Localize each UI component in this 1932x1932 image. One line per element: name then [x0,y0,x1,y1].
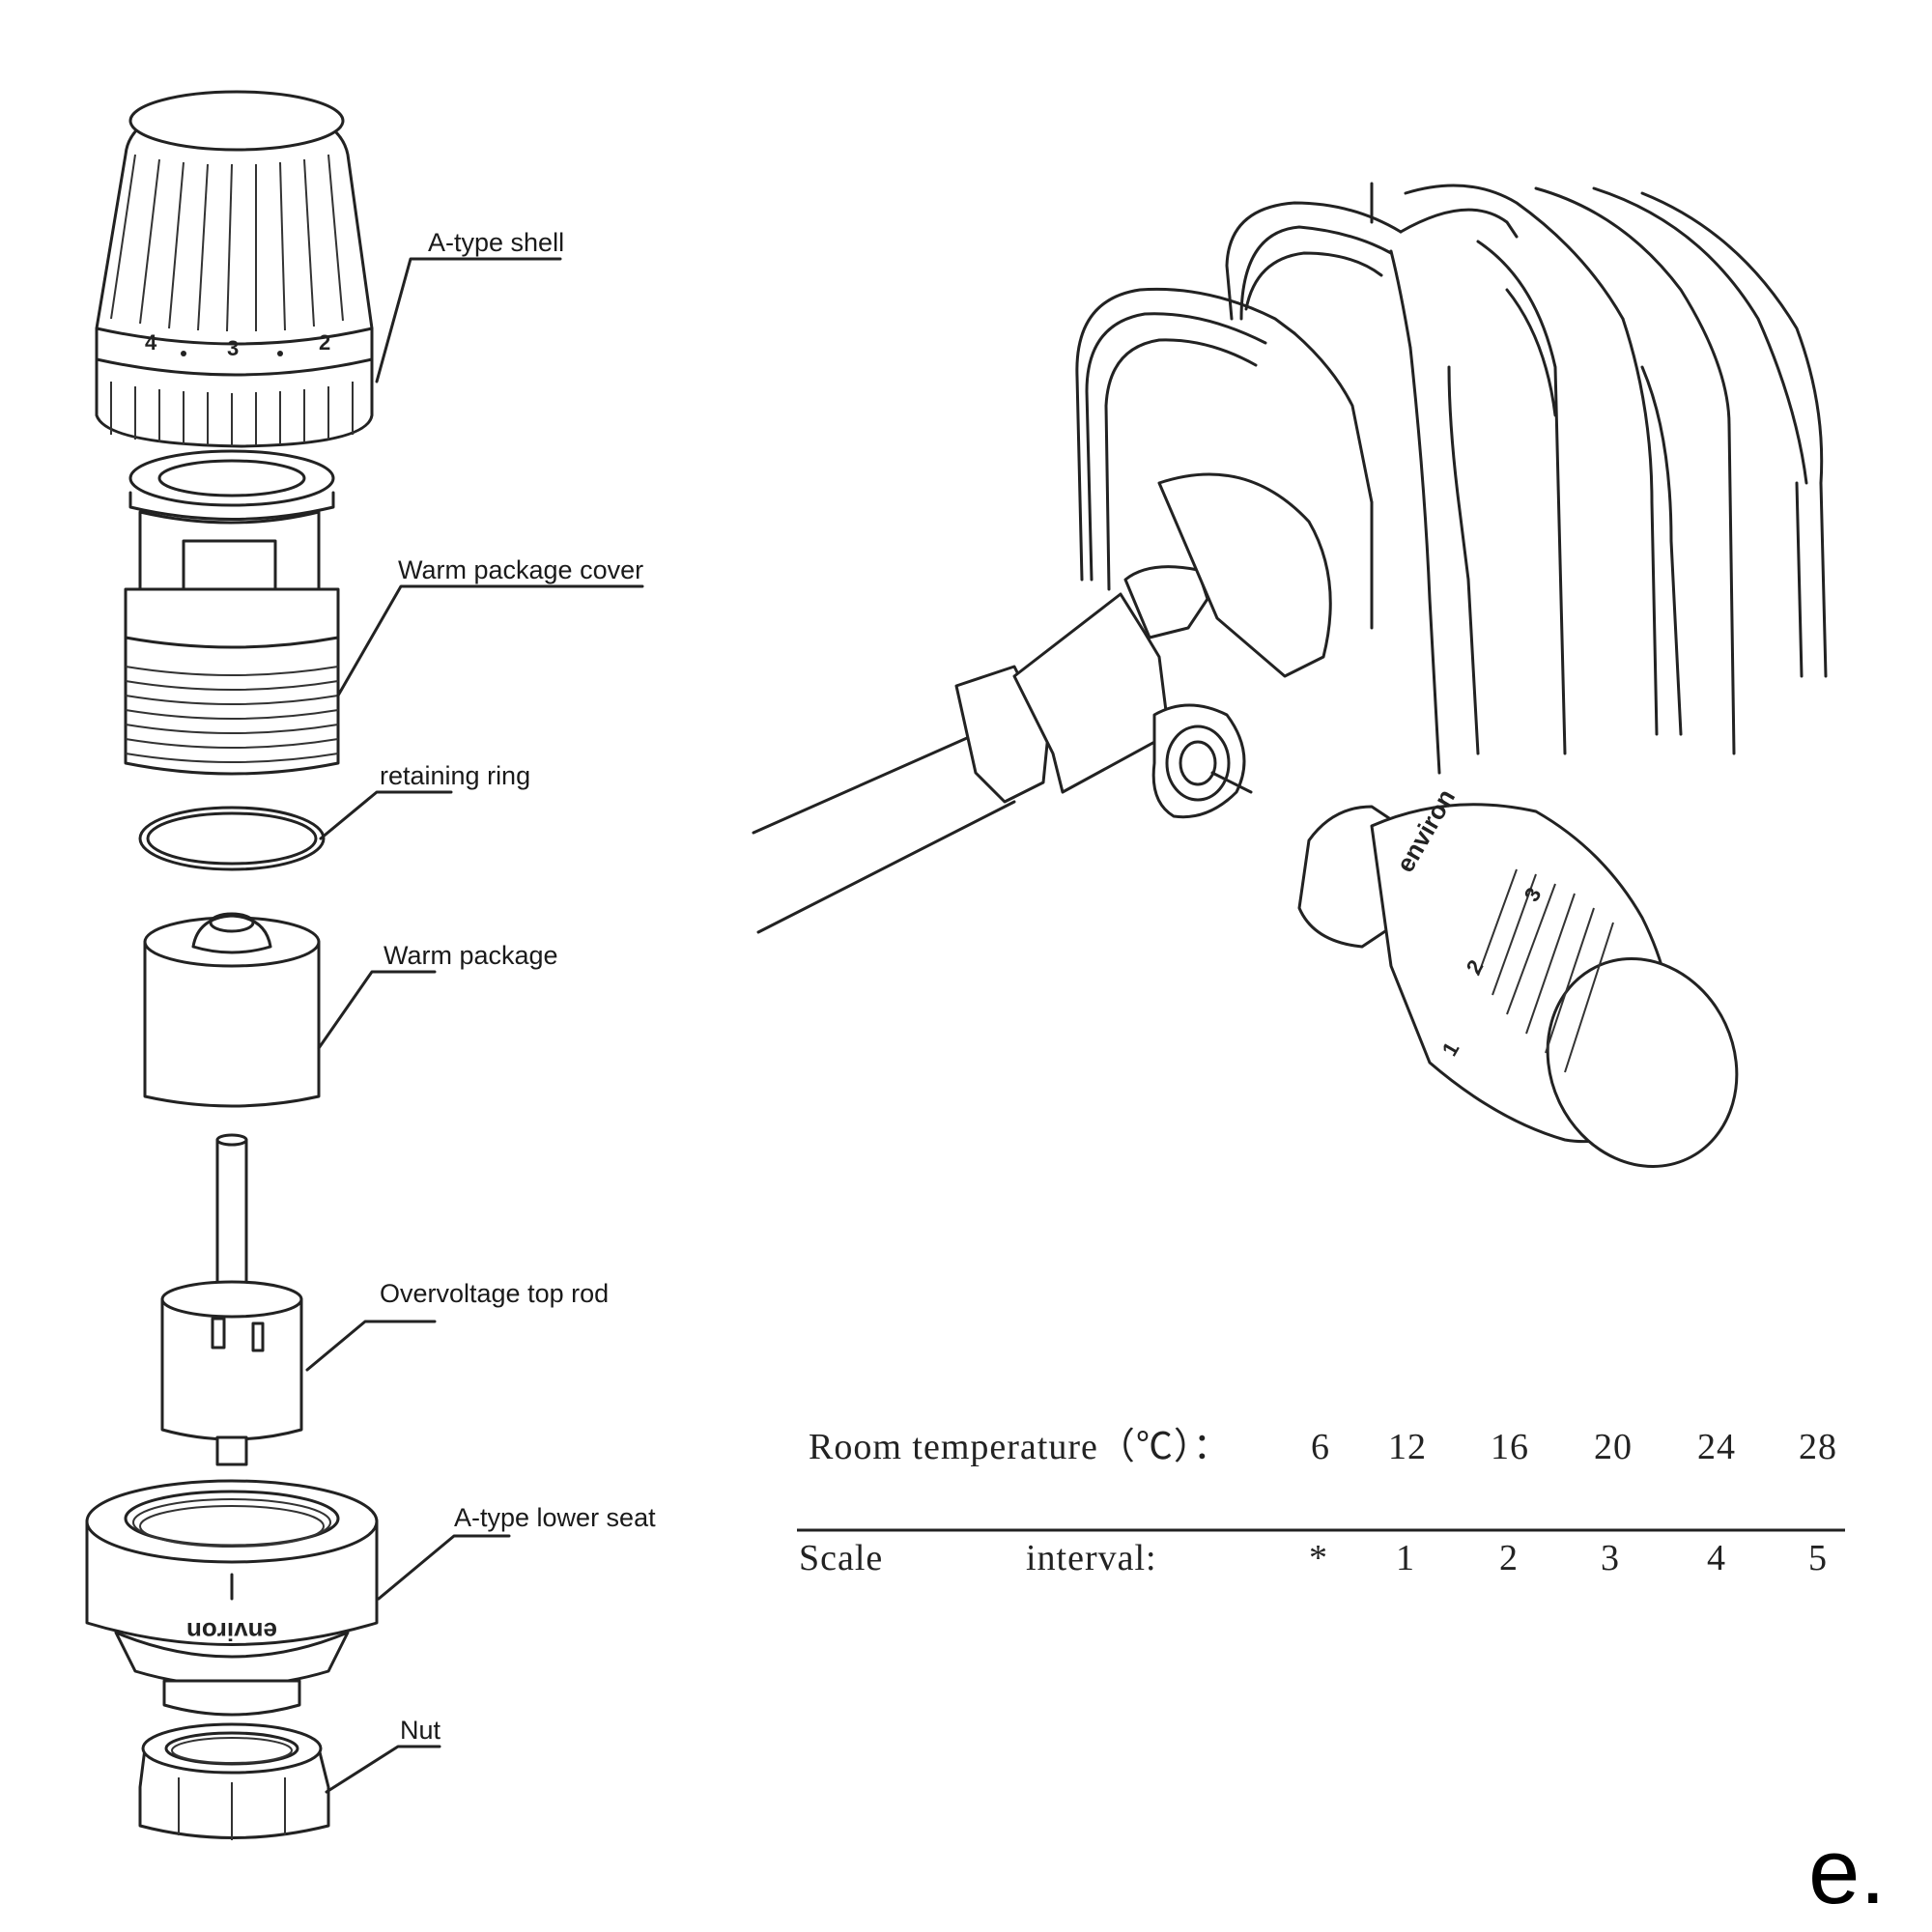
scale-3: 3 [1601,1538,1620,1578]
temp-20: 20 [1594,1427,1633,1467]
a-type-shell-drawing: 4 3 2 [95,90,374,448]
temp-6: 6 [1311,1427,1330,1467]
thermostatic-head-drawing: environ 1 2 3 [1297,784,1739,1168]
interval-label: interval: [1026,1538,1157,1578]
retaining-ring-drawing [138,806,326,871]
scale-1: 1 [1396,1538,1415,1578]
warm-package-cover-drawing [124,449,340,776]
label-overvoltage-top-rod: Overvoltage top rod [380,1279,609,1308]
seat-brand-text: environ [186,1617,277,1646]
leader-lines [305,257,644,1794]
pipe-drawing [752,665,1050,934]
label-nut: Nut [400,1716,441,1745]
temp-28: 28 [1799,1427,1837,1467]
corner-mark: e. [1808,1820,1886,1923]
dial-mark-4: 4 [145,330,157,355]
warm-package-drawing [143,912,321,1108]
a-type-lower-seat-drawing: environ [85,1479,379,1717]
scale-5: 5 [1808,1538,1828,1578]
label-retaining-ring: retaining ring [380,761,530,790]
scale-4: 4 [1707,1538,1726,1578]
radiator-drawing [1075,182,1828,775]
label-warm-package: Warm package [384,941,558,970]
scale-star: * [1309,1538,1328,1578]
overvoltage-top-rod-drawing [160,1133,303,1466]
dial-dot [277,351,283,356]
dial-dot [181,351,186,356]
valve-body-drawing [1012,472,1332,819]
dial-mark-3: 3 [227,336,239,360]
temperature-scale-table: Room temperature（℃）： 6 12 16 20 24 28 Sc… [797,1427,1845,1578]
exploded-view: 4 3 2 [85,90,656,1840]
temp-12: 12 [1388,1427,1427,1467]
room-temperature-label: Room temperature（℃）： [809,1427,1231,1467]
label-a-type-lower-seat: A-type lower seat [454,1503,656,1532]
label-a-type-shell: A-type shell [428,228,564,257]
dial-mark-2: 2 [319,330,330,355]
scale-2: 2 [1499,1538,1519,1578]
label-warm-package-cover: Warm package cover [398,555,643,584]
temp-16: 16 [1491,1427,1529,1467]
scale-label: Scale [799,1538,883,1578]
nut-drawing [138,1722,330,1840]
radiator-assembly: environ 1 2 3 [752,182,1828,1168]
temp-24: 24 [1697,1427,1736,1467]
